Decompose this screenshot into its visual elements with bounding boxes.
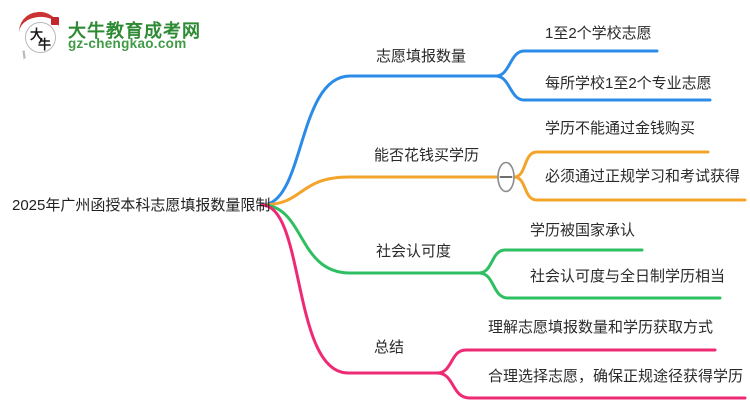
leaf-node-equal-to-fulltime[interactable]: 社会认可度与全日制学历相当 (530, 268, 726, 285)
logo-title: 大牛教育成考网 (68, 21, 201, 41)
red-seal-icon (51, 17, 59, 25)
edge-branch2-child2 (512, 175, 747, 202)
speech-bubble (25, 22, 56, 53)
branch-node-buy-degree[interactable]: 能否花钱买学历 (374, 147, 480, 164)
root-node[interactable]: 2025年广州函授本科志愿填报数量限制 (12, 197, 271, 214)
edge-branch1-main (260, 74, 498, 207)
leaf-node-major-volunteers[interactable]: 每所学校1至2个专业志愿 (545, 75, 712, 92)
edge-branch1-child2 (494, 74, 712, 102)
branch-node-volunteer-count[interactable]: 志愿填报数量 (376, 48, 467, 65)
edge-branch4-main (260, 203, 439, 375)
leaf-node-understand-rules[interactable]: 理解志愿填报数量和学历获取方式 (488, 319, 714, 336)
logo-icon-char: 牛 (38, 37, 52, 52)
branch-node-social-recognition[interactable]: 社会认可度 (376, 243, 452, 260)
leaf-node-choose-wisely[interactable]: 合理选择志愿，确保正规途径获得学历 (488, 368, 744, 385)
edge-branch1-child1 (494, 49, 659, 78)
leaf-node-state-recognized[interactable]: 学历被国家承认 (530, 222, 636, 239)
logo-bull-icon: 大 牛 (12, 9, 62, 62)
edge-branch3-main (260, 203, 481, 275)
leaf-node-no-money-purchase[interactable]: 学历不能通过金钱购买 (545, 120, 696, 137)
edge-branch2-main (260, 175, 499, 207)
leaf-node-school-volunteers[interactable]: 1至2个学校志愿 (545, 25, 652, 42)
branch-node-summary[interactable]: 总结 (374, 339, 405, 356)
collapse-minus-icon[interactable] (497, 161, 515, 193)
edge-branch4-child2 (435, 371, 747, 400)
logo-icon-char: 大 (30, 27, 44, 42)
leaf-node-formal-study-exam[interactable]: 必须通过正规学习和考试获得 (545, 168, 741, 185)
edge-branch3-child2 (477, 271, 722, 300)
logo-subtitle: gz-chengkao.com (68, 36, 187, 51)
site-logo[interactable]: 大 牛 大牛教育成考网 gz-chengkao.com (12, 9, 312, 66)
